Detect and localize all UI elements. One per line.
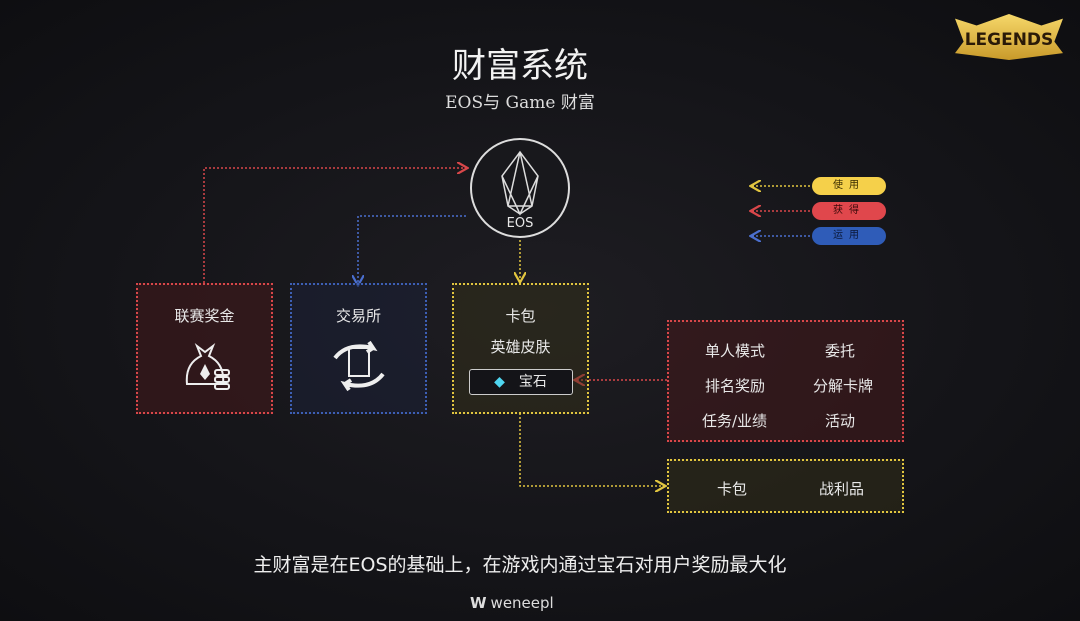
eos-to-exchange-line bbox=[358, 215, 466, 284]
gem-outputs-box: 卡包 战利品 bbox=[667, 459, 904, 513]
source-item: 委托 bbox=[825, 342, 856, 360]
card-pack-box: 卡包 英雄皮肤 ◆ 宝石 bbox=[452, 283, 589, 414]
source-item: 活动 bbox=[825, 412, 856, 430]
gem-item: ◆ 宝石 bbox=[468, 369, 573, 395]
league-to-eos-line bbox=[203, 168, 466, 283]
eos-node: EOS bbox=[470, 138, 570, 238]
eos-label: EOS bbox=[506, 216, 534, 231]
exchange-label: 交易所 bbox=[335, 307, 381, 325]
skin-item: 英雄皮肤 bbox=[490, 338, 551, 356]
source-item: 任务/业绩 bbox=[702, 412, 768, 430]
exchange-arrows-icon bbox=[332, 340, 385, 392]
money-bag-icon bbox=[185, 343, 230, 390]
source-item: 单人模式 bbox=[705, 342, 766, 360]
output-item: 卡包 bbox=[717, 480, 748, 498]
eos-logo-icon bbox=[501, 150, 539, 216]
exchange-box: 交易所 bbox=[290, 283, 427, 414]
gem-sources-box: 单人模式 委托 排名奖励 分解卡牌 任务/业绩 活动 bbox=[667, 320, 904, 442]
league-prize-label: 联赛奖金 bbox=[174, 307, 235, 325]
brand-mark-icon: W bbox=[470, 594, 487, 612]
pack-item: 卡包 bbox=[505, 307, 536, 325]
gem-to-outputs-line bbox=[519, 413, 664, 486]
source-item: 排名奖励 bbox=[705, 377, 766, 395]
legend-obtain: 获得 bbox=[812, 202, 886, 220]
brand-text: weneepl bbox=[490, 594, 554, 612]
footer-summary: 主财富是在EOS的基础上，在游戏内通过宝石对用户奖励最大化 bbox=[253, 554, 787, 576]
league-prize-box: 联赛奖金 bbox=[136, 283, 273, 414]
page-subtitle: EOS与 Game 财富 bbox=[445, 93, 595, 113]
output-item: 战利品 bbox=[819, 480, 865, 498]
legend-apply: 运用 bbox=[812, 227, 886, 245]
source-item: 分解卡牌 bbox=[813, 377, 874, 395]
diamond-icon: ◆ bbox=[494, 374, 505, 390]
legend-use: 使用 bbox=[812, 177, 886, 195]
page-title: 财富系统 bbox=[452, 46, 588, 86]
gem-label: 宝石 bbox=[518, 374, 547, 390]
